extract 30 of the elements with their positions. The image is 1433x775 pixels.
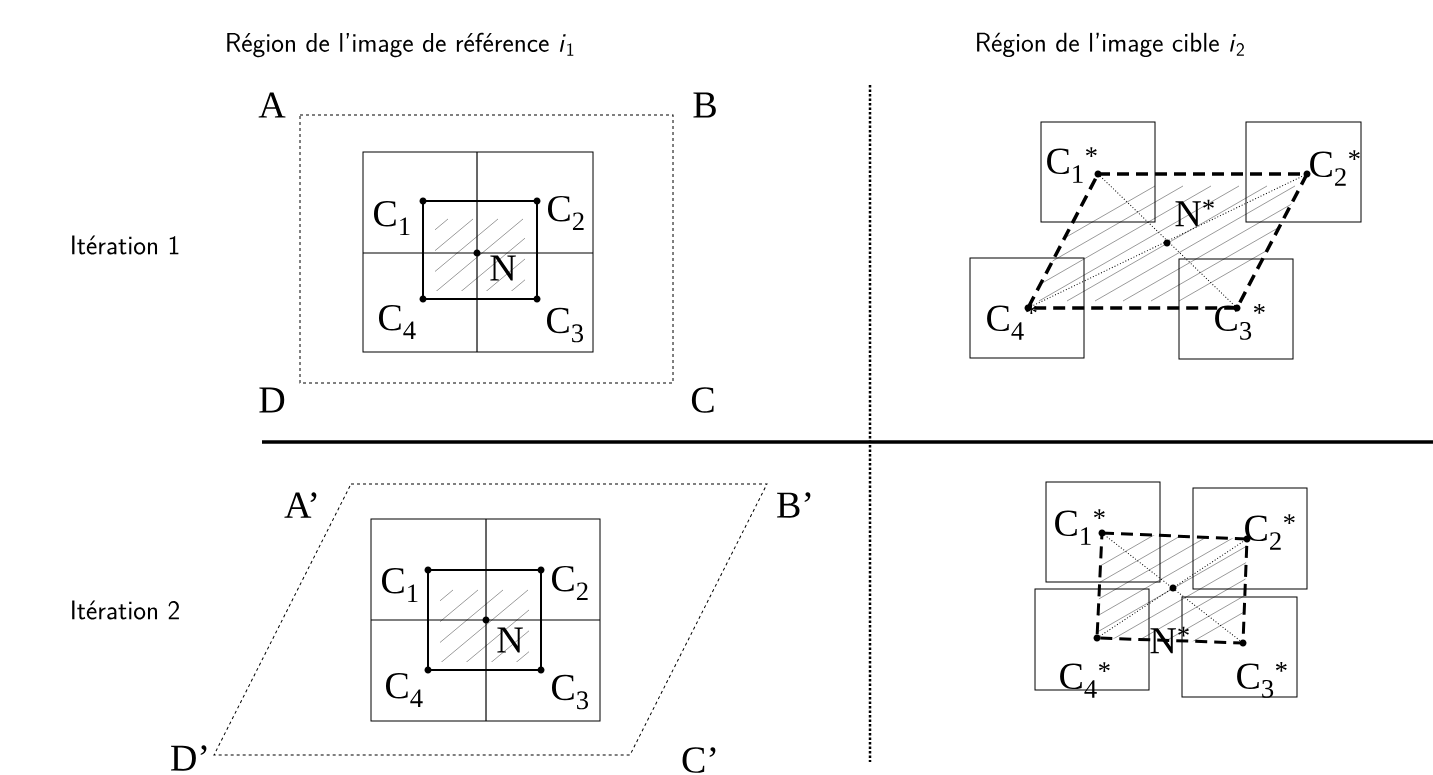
point-label: N: [490, 255, 516, 281]
point-label: N: [497, 627, 523, 653]
point-label: C$_{2}$*: [1310, 150, 1360, 186]
point-label: C: [691, 387, 714, 413]
point-label: C$_{3}$: [547, 307, 584, 343]
point-label: D: [259, 387, 285, 413]
point-label: C$_{3}$: [552, 674, 589, 710]
point-label: C’: [682, 747, 716, 773]
point-label: C$_{4}$*: [1060, 662, 1110, 698]
point-label: C$_{2}$: [548, 195, 584, 231]
point-label: C$_{1}$: [382, 567, 418, 603]
point-label: B’: [777, 492, 811, 518]
point-label: B: [693, 92, 716, 118]
column-heading: Région de l’image de référence i$_{1}$: [227, 32, 574, 58]
point-label: D’: [171, 745, 207, 771]
point-label: C$_{4}$: [386, 672, 423, 708]
point-label: C$_{2}$: [552, 565, 588, 601]
point-label: N$^{*}$: [1150, 626, 1189, 654]
row-label: Itération 2: [72, 600, 179, 620]
point-label: C$_{1}$*: [1047, 147, 1097, 183]
point-label: C$_{2}$*: [1245, 514, 1295, 550]
point-label: C$_{4}$: [379, 304, 416, 340]
column-heading: Région de l’image cible i$_{2}$: [977, 32, 1244, 58]
point-label: C$_{3}$*: [1237, 662, 1287, 698]
point-label: A’: [284, 492, 317, 518]
row-label: Itération 1: [72, 235, 179, 255]
point-label: C$_{1}$: [374, 200, 410, 236]
point-label: C$_{1}$*: [1055, 509, 1105, 545]
point-label: A: [258, 92, 286, 118]
point-label: N$^{*}$: [1175, 199, 1214, 227]
